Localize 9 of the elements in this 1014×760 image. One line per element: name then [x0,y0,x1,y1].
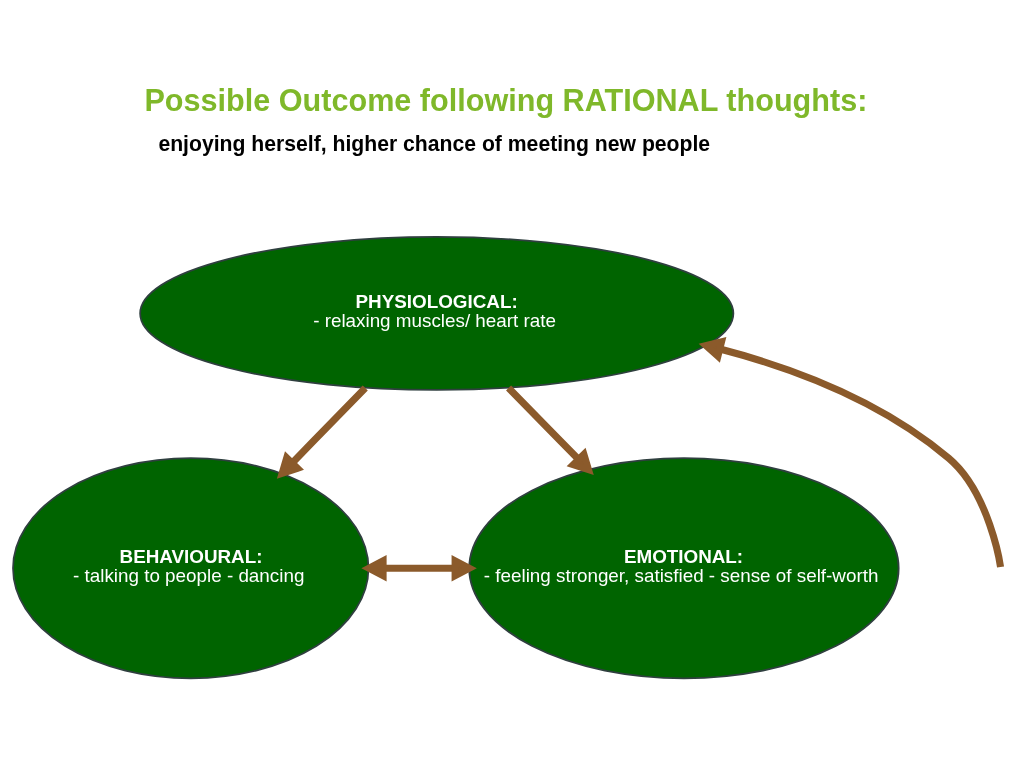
arrow [361,554,477,581]
node-ellipse: EMOTIONAL: - feeling stronger, satisfied - sense of self-worth [468,456,900,679]
diagram-title: Possible Outcome following RATIONAL thoughts: [144,82,868,117]
arrow [698,336,1005,568]
label: enjoying herself, higher chance of meeting new people [158,131,711,155]
arrow [276,385,368,479]
arrow [506,385,594,475]
node-ellipse: BEHAVIOURAL: - talking to people - dancing [12,456,370,679]
node-ellipse: PHYSIOLOGICAL: - relaxing muscles/ heart rate [139,235,735,391]
